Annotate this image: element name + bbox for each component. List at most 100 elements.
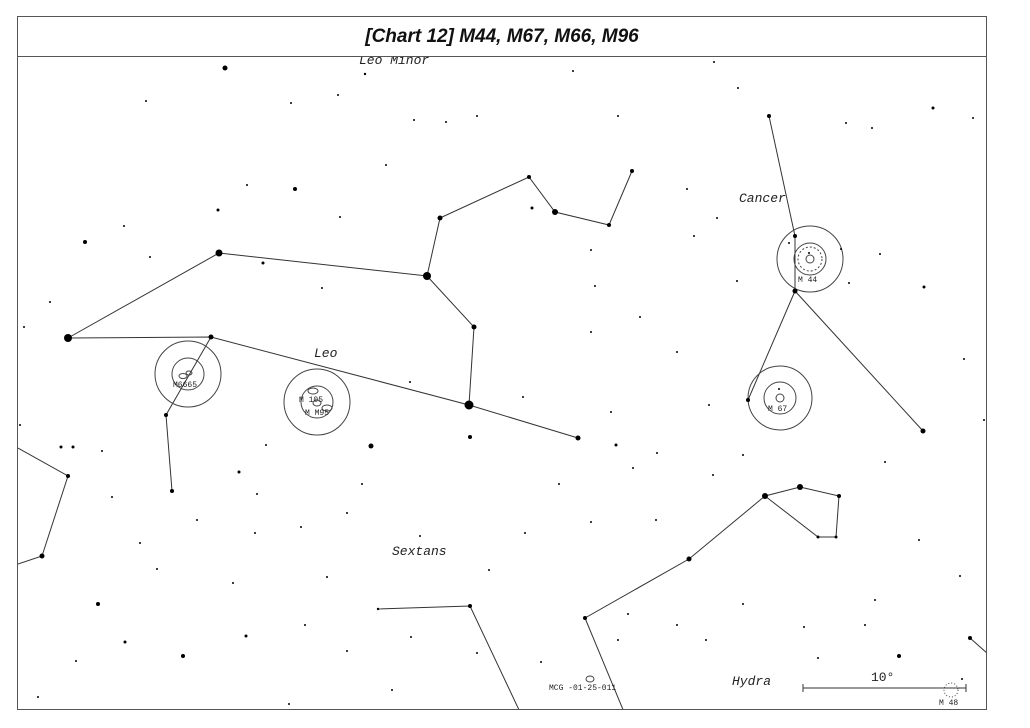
m96-95-label: M M95 [305, 409, 329, 418]
m44-label: M 44 [798, 276, 817, 285]
star [630, 169, 634, 173]
cancer-line-2 [747, 290, 796, 401]
star [346, 512, 348, 514]
star [792, 288, 798, 294]
star [530, 206, 534, 210]
star [959, 575, 961, 577]
star [288, 703, 290, 705]
constellation-lines [18, 115, 986, 709]
star [963, 358, 965, 360]
star [216, 208, 220, 212]
star [797, 484, 803, 490]
star [527, 175, 531, 179]
m44-inner-circle [793, 242, 827, 276]
star [19, 424, 21, 426]
star [632, 467, 634, 469]
star [656, 452, 658, 454]
star [232, 582, 234, 584]
m96-outer-circle [283, 368, 351, 436]
star [149, 256, 151, 258]
star [767, 114, 771, 118]
leo-leg-line [165, 336, 212, 492]
m48-cluster [943, 682, 959, 698]
star [339, 216, 341, 218]
star [676, 624, 678, 626]
sextans-label: Sextans [392, 544, 447, 559]
star [290, 102, 292, 104]
m66-65-label: M6665 [173, 381, 197, 390]
star [540, 661, 542, 663]
star [196, 519, 198, 521]
star [920, 428, 926, 434]
star [37, 696, 39, 698]
star [468, 604, 472, 608]
star [321, 287, 323, 289]
star [300, 526, 302, 528]
star [686, 188, 688, 190]
star [363, 72, 367, 76]
m96-galaxy [312, 399, 322, 407]
star [361, 483, 363, 485]
star [376, 607, 380, 611]
star [610, 411, 612, 413]
star [594, 285, 596, 287]
star [583, 616, 587, 620]
star [254, 532, 256, 534]
m66-outer-circle [154, 340, 222, 408]
star [83, 240, 87, 244]
star [215, 249, 223, 257]
edge-line-left [18, 447, 69, 565]
star [337, 94, 339, 96]
star [75, 660, 77, 662]
star [71, 445, 75, 449]
star [968, 636, 972, 640]
star [14, 106, 16, 108]
star [156, 568, 158, 570]
star [742, 603, 744, 605]
star [222, 65, 228, 71]
star [23, 326, 25, 328]
star [639, 316, 641, 318]
star [590, 521, 592, 523]
edge-line-right [969, 637, 986, 653]
star [552, 209, 558, 215]
chart-title: [Chart 12] M44, M67, M66, M96 [365, 25, 639, 47]
star [575, 435, 581, 441]
star [181, 654, 185, 658]
star [737, 87, 739, 89]
star [742, 454, 744, 456]
star [476, 652, 478, 654]
star [840, 248, 842, 250]
star [808, 252, 810, 254]
star [848, 282, 850, 284]
star [123, 640, 127, 644]
star [837, 494, 841, 498]
star [803, 626, 805, 628]
star [762, 493, 768, 499]
stars [14, 61, 985, 705]
m67-inner-circle [763, 381, 797, 415]
m65-galaxy [185, 370, 193, 376]
star [834, 535, 838, 539]
star [385, 164, 387, 166]
star [897, 654, 901, 658]
star [139, 542, 141, 544]
star [437, 215, 443, 221]
star [423, 272, 431, 280]
star [918, 539, 920, 541]
star [676, 351, 678, 353]
star [983, 419, 985, 421]
star [445, 121, 447, 123]
star [879, 253, 881, 255]
star [476, 115, 478, 117]
star [524, 532, 526, 534]
mcg-label: MCG -01-25-011 [549, 684, 616, 693]
leo-back-line [67, 336, 470, 406]
star [409, 381, 411, 383]
cancer-label: Cancer [739, 191, 786, 206]
m105-galaxy [307, 387, 319, 395]
star [558, 483, 560, 485]
star [368, 443, 374, 449]
m48-label: M 48 [939, 699, 958, 708]
